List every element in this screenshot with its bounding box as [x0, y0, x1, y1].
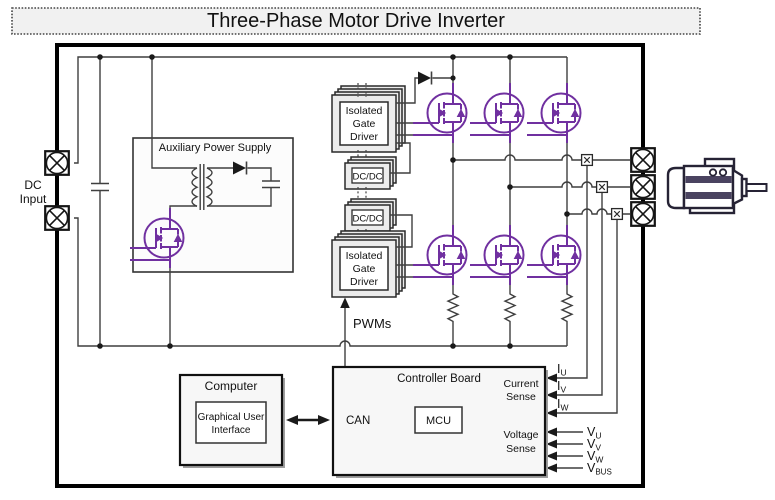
pwm-arrowhead — [340, 297, 350, 308]
motor-icon — [666, 157, 768, 215]
page-title: Three-Phase Motor Drive Inverter — [207, 10, 505, 32]
dcdc-top: DC/DC — [344, 156, 397, 206]
voltage-sense-lines: VU VV VW VBUS — [546, 425, 612, 477]
svg-text:Interface: Interface — [212, 425, 251, 436]
svg-text:Graphical User: Graphical User — [198, 412, 265, 423]
dc-input-terminal-neg-icon — [44, 205, 70, 231]
svg-text:DC: DC — [24, 178, 42, 192]
svg-text:Driver: Driver — [350, 131, 379, 143]
driver-interconnect-wiring — [390, 77, 453, 278]
voltage-v-label: VV — [587, 437, 601, 453]
phase-leg-wiring — [452, 57, 568, 346]
dc-bus-wiring — [74, 56, 567, 347]
current-w-label: IW — [557, 397, 569, 413]
controller-title: Controller Board — [397, 373, 481, 385]
controller-board: Controller Board CAN MCU Current Sense V… — [331, 365, 548, 478]
pwms-label: PWMs — [353, 316, 392, 331]
phase-v-terminal-icon — [630, 174, 656, 200]
gui-box — [195, 401, 267, 444]
current-sense-lines: IU IV IW — [546, 166, 618, 418]
phase-w-terminal-icon — [630, 201, 656, 227]
can-link — [286, 415, 330, 425]
pwm-signal: PWMs — [340, 297, 392, 367]
voltage-bus-label: VBUS — [587, 461, 612, 477]
svg-text:Isolated: Isolated — [346, 250, 383, 262]
gate-driver-bottom: Isolated Gate Driver — [331, 230, 406, 298]
phase-u-terminal-icon — [630, 147, 656, 173]
junction-dots — [97, 54, 570, 349]
dc-input-terminal-pos-icon — [44, 150, 70, 176]
svg-text:Sense: Sense — [506, 443, 536, 455]
svg-text:DC/DC: DC/DC — [352, 172, 382, 183]
mcu-label: MCU — [426, 415, 451, 427]
current-v-label: IV — [557, 379, 566, 395]
svg-text:DC/DC: DC/DC — [352, 214, 382, 225]
flyback-circuit — [129, 161, 280, 346]
svg-text:Gate: Gate — [353, 263, 376, 275]
svg-text:Gate: Gate — [353, 118, 376, 130]
svg-text:Sense: Sense — [506, 391, 536, 403]
mcu-box — [414, 406, 463, 434]
voltage-w-label: VW — [587, 449, 603, 465]
current-u-label: IU — [557, 362, 567, 378]
svg-text:Isolated: Isolated — [346, 105, 383, 117]
aux-power-supply-label: Auxiliary Power Supply — [159, 142, 272, 154]
stack-continuation-marks — [357, 187, 367, 206]
current-sensor-u-icon — [580, 153, 594, 167]
title-box: Three-Phase Motor Drive Inverter — [11, 7, 701, 35]
computer-box: Computer Graphical User Interface — [178, 373, 285, 468]
current-sensor-v-icon — [595, 180, 609, 194]
svg-text:Driver: Driver — [350, 276, 379, 288]
transformer-core — [199, 164, 205, 210]
current-sensor-w-icon — [610, 207, 624, 221]
aux-diode-icon — [233, 161, 246, 175]
dc-input-label: DC Input — [20, 178, 47, 206]
transformer-secondary-coil — [205, 167, 213, 208]
svg-text:Input: Input — [20, 192, 47, 206]
can-label: CAN — [346, 415, 370, 427]
aux-output-capacitor — [262, 180, 280, 189]
phase-output-lines — [453, 154, 630, 215]
computer-title: Computer — [205, 379, 258, 393]
voltage-u-label: VU — [587, 425, 601, 441]
gate-driver-top: Isolated Gate Driver — [331, 83, 406, 166]
aux-power-supply: Auxiliary Power Supply — [132, 137, 294, 273]
svg-text:Voltage: Voltage — [503, 429, 538, 441]
svg-text:Current: Current — [503, 378, 538, 390]
dc-link-capacitor — [91, 182, 109, 192]
transformer-primary-coil — [191, 167, 199, 208]
bootstrap-diode-icon — [418, 71, 431, 85]
